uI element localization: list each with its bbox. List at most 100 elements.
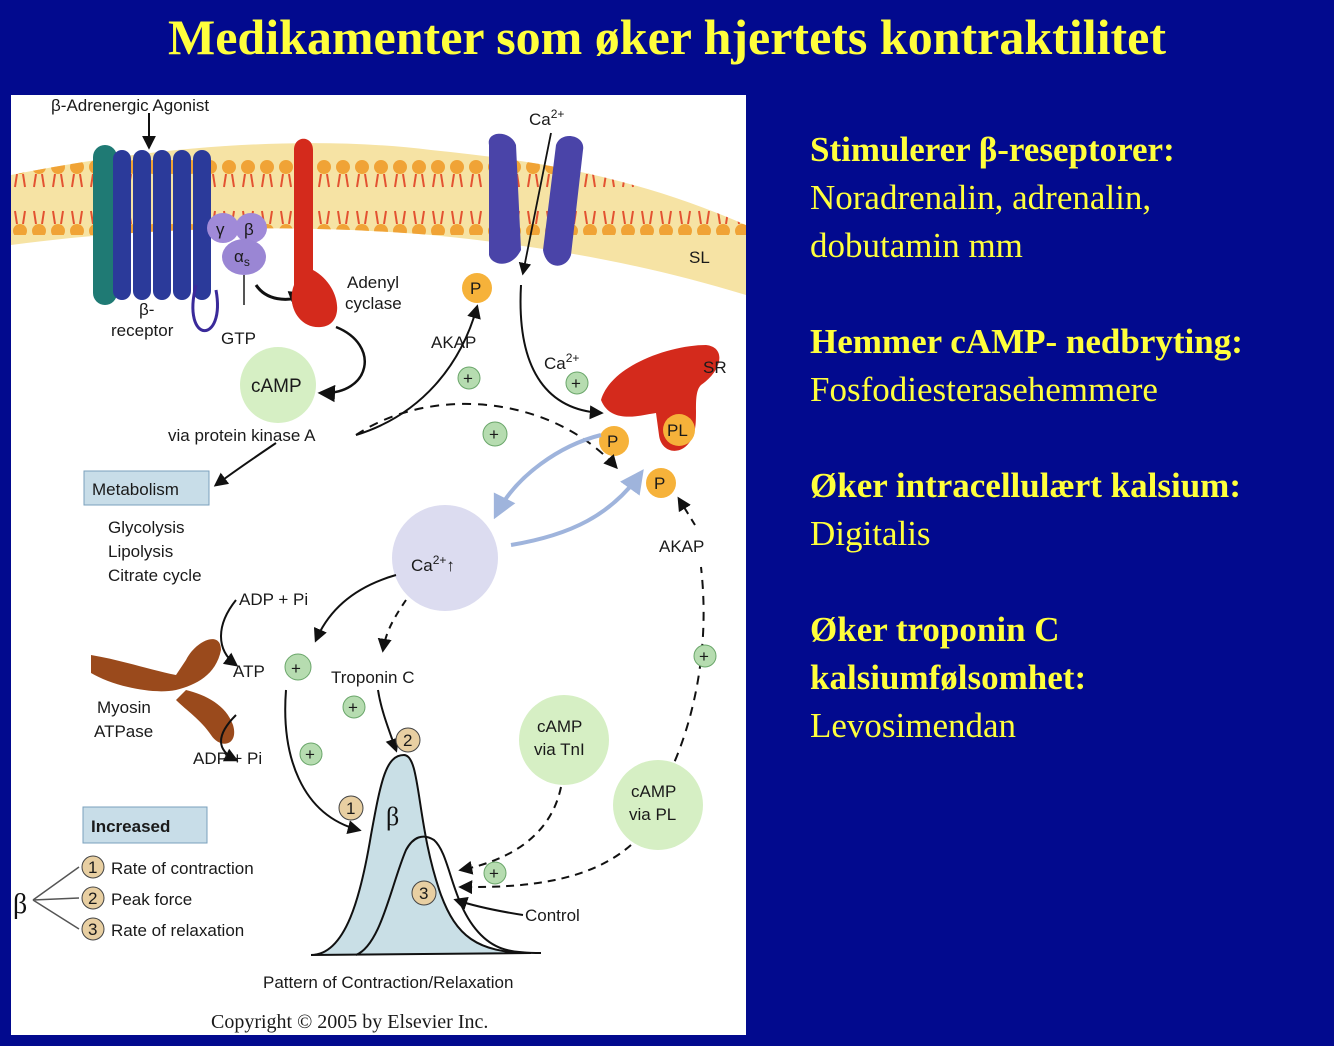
- plus-pka: +: [489, 425, 499, 444]
- camp-tni-circle: [519, 695, 609, 785]
- bullet-troponin: Øker troponin C kalsiumfølsomhet: Levosi…: [810, 606, 1330, 750]
- akap-top-label: AKAP: [431, 333, 476, 352]
- legend-beta-label: β: [13, 889, 27, 920]
- akap-right-arrow: [677, 496, 696, 526]
- legend-badge-3-label: 3: [88, 920, 97, 939]
- ca-uptake-arrow: [510, 469, 644, 547]
- beta-receptor-label-1: β-: [139, 300, 154, 319]
- ca-to-sr-arrow: [519, 284, 604, 420]
- plus-sr: +: [571, 374, 581, 393]
- legend-connector: [32, 866, 80, 930]
- myosin-label-1: Myosin: [97, 698, 151, 717]
- legend-badge-1-label: 1: [88, 858, 97, 877]
- signaling-figure: β-Adrenergic Agonist β- receptor γ β αs …: [11, 95, 746, 1035]
- p-sr-label: P: [607, 432, 618, 451]
- alpha-s-label: αs: [234, 247, 250, 269]
- p-channel-circle: [462, 273, 492, 303]
- ca-center-circle: [392, 505, 498, 611]
- plus-sr-circle: [565, 371, 589, 395]
- adenyl-cyclase-shape: [291, 138, 338, 328]
- p-pl-label: P: [654, 474, 665, 493]
- slide-title: Medikamenter som øker hjertets kontrakti…: [168, 9, 1166, 65]
- beta-curve-label: β: [386, 802, 399, 831]
- pka-to-sr-dashed-arrow: [355, 403, 618, 470]
- bullet-4-heading-1: Øker troponin C: [810, 610, 1060, 649]
- copyright-label: Copyright © 2005 by Elsevier Inc.: [211, 1011, 488, 1033]
- myosin-shape: [91, 639, 235, 744]
- sr-label: SR: [703, 358, 727, 377]
- bullet-3-heading: Øker intracellulært kalsium:: [810, 466, 1241, 505]
- plus-troponin-circle: [342, 695, 366, 719]
- bullet-2-line-1: Fosfodiesterasehemmere: [810, 370, 1158, 409]
- plus-adp-circle: [299, 742, 323, 766]
- camp-pl-label-2: via PL: [629, 805, 676, 824]
- beta-receptor-shape: [93, 145, 219, 333]
- adenyl-cyclase-label-1: Adenyl: [347, 273, 399, 292]
- camp-label: cAMP: [251, 376, 302, 397]
- agonist-label: β-Adrenergic Agonist: [51, 96, 209, 115]
- bullet-list: Stimulerer β-reseptorer: Noradrenalin, a…: [810, 126, 1330, 798]
- bullet-4-line-1: Levosimendan: [810, 706, 1017, 745]
- bullet-2-heading: Hemmer cAMP- nedbryting:: [810, 322, 1243, 361]
- pka-to-metabolism-arrow: [213, 442, 277, 487]
- badge-3-curve-label: 3: [419, 884, 428, 903]
- beta-receptor-label-2: receptor: [111, 321, 174, 340]
- legend-badge-2: [81, 886, 105, 910]
- plus-akap-right: +: [699, 647, 709, 666]
- legend-item-3: Rate of relaxation: [111, 921, 244, 940]
- plus-adp: +: [305, 745, 315, 764]
- ca-influx-arrow: [518, 132, 552, 276]
- control-arrow: [453, 896, 524, 916]
- pattern-label: Pattern of Contraction/Relaxation: [263, 973, 513, 992]
- plus-channel: +: [463, 369, 473, 388]
- camp-production-arrow: [317, 325, 366, 403]
- camp-tni-label-1: cAMP: [537, 717, 582, 736]
- contraction-curve: [310, 753, 542, 956]
- ca-center-label: Ca2+↑: [411, 553, 455, 575]
- ca-top-label: Ca2+: [529, 107, 564, 129]
- metabolism-box: [83, 470, 210, 506]
- plus-pka-circle: [482, 421, 508, 447]
- bullet-1-line-1: Noradrenalin, adrenalin,: [810, 178, 1152, 217]
- ca-to-atp-arrow: [313, 574, 397, 643]
- adp-pi-bottom-label: ADP + Pi: [193, 749, 262, 768]
- metabolism-item-2: Lipolysis: [108, 542, 173, 561]
- gamma-label: γ: [216, 220, 225, 239]
- legend-badge-2-label: 2: [88, 889, 97, 908]
- increased-label: Increased: [91, 817, 170, 836]
- pl-circle: [663, 414, 695, 446]
- troponin-label: Troponin C: [331, 668, 414, 687]
- pl-label: PL: [667, 421, 688, 440]
- camp-tni-label-2: via TnI: [534, 740, 585, 759]
- tni-dashed-arrow: [458, 786, 562, 875]
- legend-item-1: Rate of contraction: [111, 859, 254, 878]
- pl-dashed-arrow: [458, 844, 632, 895]
- legend-badge-1: [81, 855, 105, 879]
- control-label: Control: [525, 906, 580, 925]
- gtp-label: GTP: [221, 329, 256, 348]
- calcium-channel: [488, 133, 584, 266]
- pka-label: via protein kinase A: [168, 426, 316, 445]
- plus-channel-circle: [457, 366, 481, 390]
- ca-to-troponin-arrow: [377, 599, 407, 653]
- metabolism-item-3: Citrate cycle: [108, 566, 202, 585]
- plus-atp: +: [291, 659, 301, 678]
- beta-subunit-label: β: [244, 220, 254, 239]
- badge-2-curve-label: 2: [403, 731, 412, 750]
- ca-release-arrow: [493, 433, 602, 520]
- akap-right-label: AKAP: [659, 537, 704, 556]
- legend-badge-3: [81, 917, 105, 941]
- ca-sr-label: Ca2+: [544, 351, 579, 373]
- plus-atp-circle: [284, 653, 312, 681]
- adp-top-arrow: [220, 599, 239, 667]
- bullet-1-line-2: dobutamin mm: [810, 226, 1023, 265]
- bullet-1-heading: Stimulerer β-reseptorer:: [810, 130, 1175, 169]
- plus-relax-circle: [483, 861, 507, 885]
- bullet-beta-receptors: Stimulerer β-reseptorer: Noradrenalin, a…: [810, 126, 1330, 270]
- atp-to-curve-arrow: [284, 689, 362, 834]
- badge-1-curve-label: 1: [346, 799, 355, 818]
- badge-3-curve: [411, 880, 437, 906]
- metabolism-label: Metabolism: [92, 480, 179, 499]
- badge-1-curve: [338, 795, 364, 821]
- bullet-3-line-1: Digitalis: [810, 514, 931, 553]
